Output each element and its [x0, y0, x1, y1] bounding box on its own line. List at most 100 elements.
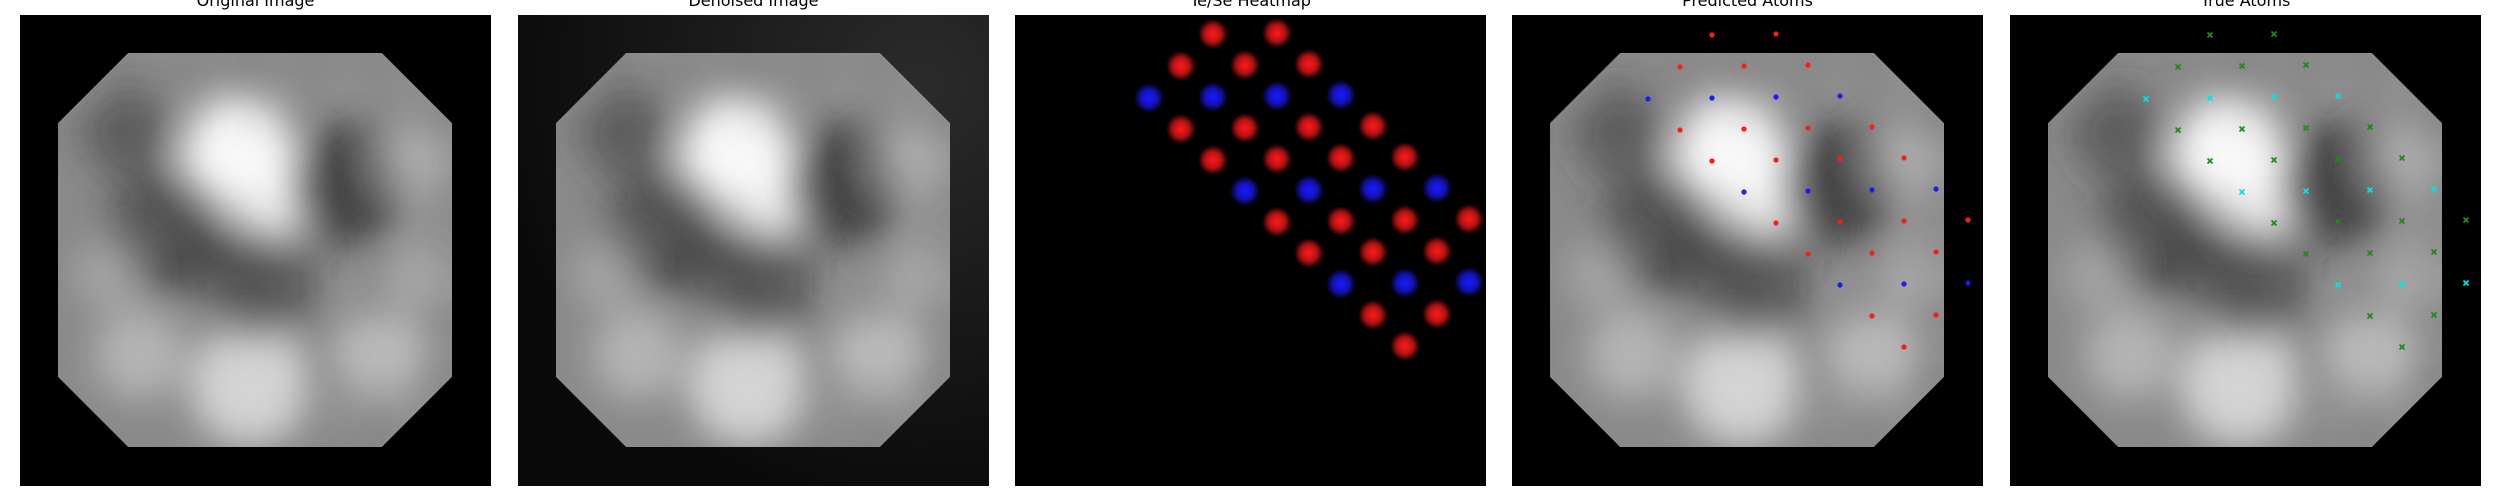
predicted-se-atom	[1837, 282, 1843, 288]
lattice-blob	[1826, 335, 1850, 359]
lattice-blob	[58, 119, 70, 143]
contrast-blob	[593, 310, 683, 400]
se-heatmap-spot	[1390, 268, 1420, 298]
panel-title: Te/Se Heatmap	[1190, 0, 1311, 10]
predicted-te-atom	[1933, 312, 1939, 318]
contrast-blob	[833, 310, 923, 400]
te-heatmap-spot	[1230, 50, 1260, 80]
lattice-blob	[302, 178, 326, 202]
te-heatmap-spot	[1358, 237, 1388, 267]
te-heatmap-spot	[1166, 51, 1196, 81]
te-heatmap-spot	[1262, 144, 1292, 174]
lattice-blob	[1602, 118, 1626, 142]
true-atom-cyan	[2398, 280, 2406, 288]
lattice-blob	[768, 210, 792, 234]
true-atom-cyan	[2270, 93, 2278, 101]
contrast-blobs	[1567, 85, 1944, 445]
predicted-te-atom	[1805, 62, 1811, 68]
lattice-blob	[2356, 53, 2380, 75]
true-atom-green	[2430, 248, 2438, 256]
predicted-te-atom	[1869, 124, 1875, 130]
lattice-blob	[270, 210, 294, 234]
lattice-blob	[576, 150, 600, 174]
true-atom-green	[2398, 217, 2406, 225]
lattice-blob	[1570, 150, 1594, 174]
contrast-blob	[2195, 230, 2305, 340]
predicted-se-atom	[1933, 186, 1939, 192]
true-atom-green	[2174, 126, 2182, 134]
lattice-blob	[2196, 274, 2220, 298]
lattice-blob	[430, 113, 452, 137]
lattice-blob	[270, 147, 294, 171]
heatmap-background	[1015, 15, 1486, 486]
true-atom-green	[2366, 123, 2374, 131]
true-atom-cyan	[2366, 186, 2374, 194]
lattice-blob	[1730, 305, 1754, 329]
lattice-blob	[334, 83, 358, 107]
lattice-blob	[1922, 113, 1944, 137]
lattice-blob	[2356, 429, 2380, 447]
lattice-blob	[2260, 273, 2284, 297]
lattice-blob	[1858, 53, 1882, 75]
lattice-blob	[1634, 212, 1658, 236]
te-heatmap-spot	[1390, 205, 1420, 235]
predicted-te-atom	[1901, 218, 1907, 224]
contrast-blob	[2065, 240, 2135, 310]
lattice-blob	[896, 145, 920, 169]
lattice-blob	[864, 303, 888, 327]
lattice-blob	[800, 367, 824, 391]
te-heatmap-spot	[1262, 207, 1292, 237]
original-image	[20, 15, 491, 486]
lattice-blob	[800, 241, 824, 265]
lattice-blob	[238, 179, 262, 203]
true-atom-green	[2174, 63, 2182, 71]
lattice-blob	[768, 273, 792, 297]
true-atom-green	[2206, 31, 2214, 39]
lattice-blob	[366, 177, 390, 201]
true-atom-cyan	[2142, 95, 2150, 103]
lattice-blob	[270, 84, 294, 108]
contrast-blobs	[2065, 85, 2442, 445]
se-heatmap-spot	[1454, 267, 1484, 297]
predicted-te-atom	[1773, 157, 1779, 163]
predicted-te-atom	[1709, 158, 1715, 164]
contrast-blob	[95, 310, 185, 400]
predicted-te-atom	[1677, 64, 1683, 70]
true-atom-green	[2430, 311, 2438, 319]
se-heatmap-spot	[1326, 269, 1356, 299]
lattice-blob	[1698, 274, 1722, 298]
lattice-blob	[174, 54, 198, 78]
lattice-blob	[174, 243, 198, 267]
lattice-blob	[2068, 150, 2092, 174]
lattice-blob	[864, 114, 888, 138]
octagon-field	[1550, 53, 1944, 447]
lattice-blob	[896, 334, 920, 358]
true-atom-green	[2366, 249, 2374, 257]
te-heatmap-spot	[1358, 300, 1388, 330]
lattice-blob	[302, 367, 326, 391]
se-heatmap-spot	[1230, 176, 1260, 206]
lattice-blob	[206, 211, 230, 235]
true-atom-green	[2398, 154, 2406, 162]
lattice-blob	[832, 335, 856, 359]
lattice-blob	[672, 117, 696, 141]
lattice-blob	[334, 398, 358, 422]
contrast-blobs	[75, 85, 452, 445]
lattice-blob	[78, 150, 102, 174]
lattice-blob	[556, 119, 568, 143]
lattice-blob	[2132, 212, 2156, 236]
lattice-blob	[896, 82, 920, 106]
predicted-te-atom	[1805, 125, 1811, 131]
lattice-blob	[736, 53, 760, 77]
contrast-blob	[2085, 310, 2175, 400]
true-atom-green	[2302, 124, 2310, 132]
lattice-blob	[608, 118, 632, 142]
lattice-blob	[928, 239, 950, 263]
true-atoms-image	[2010, 15, 2481, 486]
true-atom-green	[2270, 30, 2278, 38]
predicted-se-atom	[1805, 188, 1811, 194]
te-heatmap-spot	[1294, 238, 1324, 268]
contrast-blob	[2325, 310, 2415, 400]
panel-title: Original Image	[196, 0, 315, 10]
lattice-blob	[334, 146, 358, 170]
